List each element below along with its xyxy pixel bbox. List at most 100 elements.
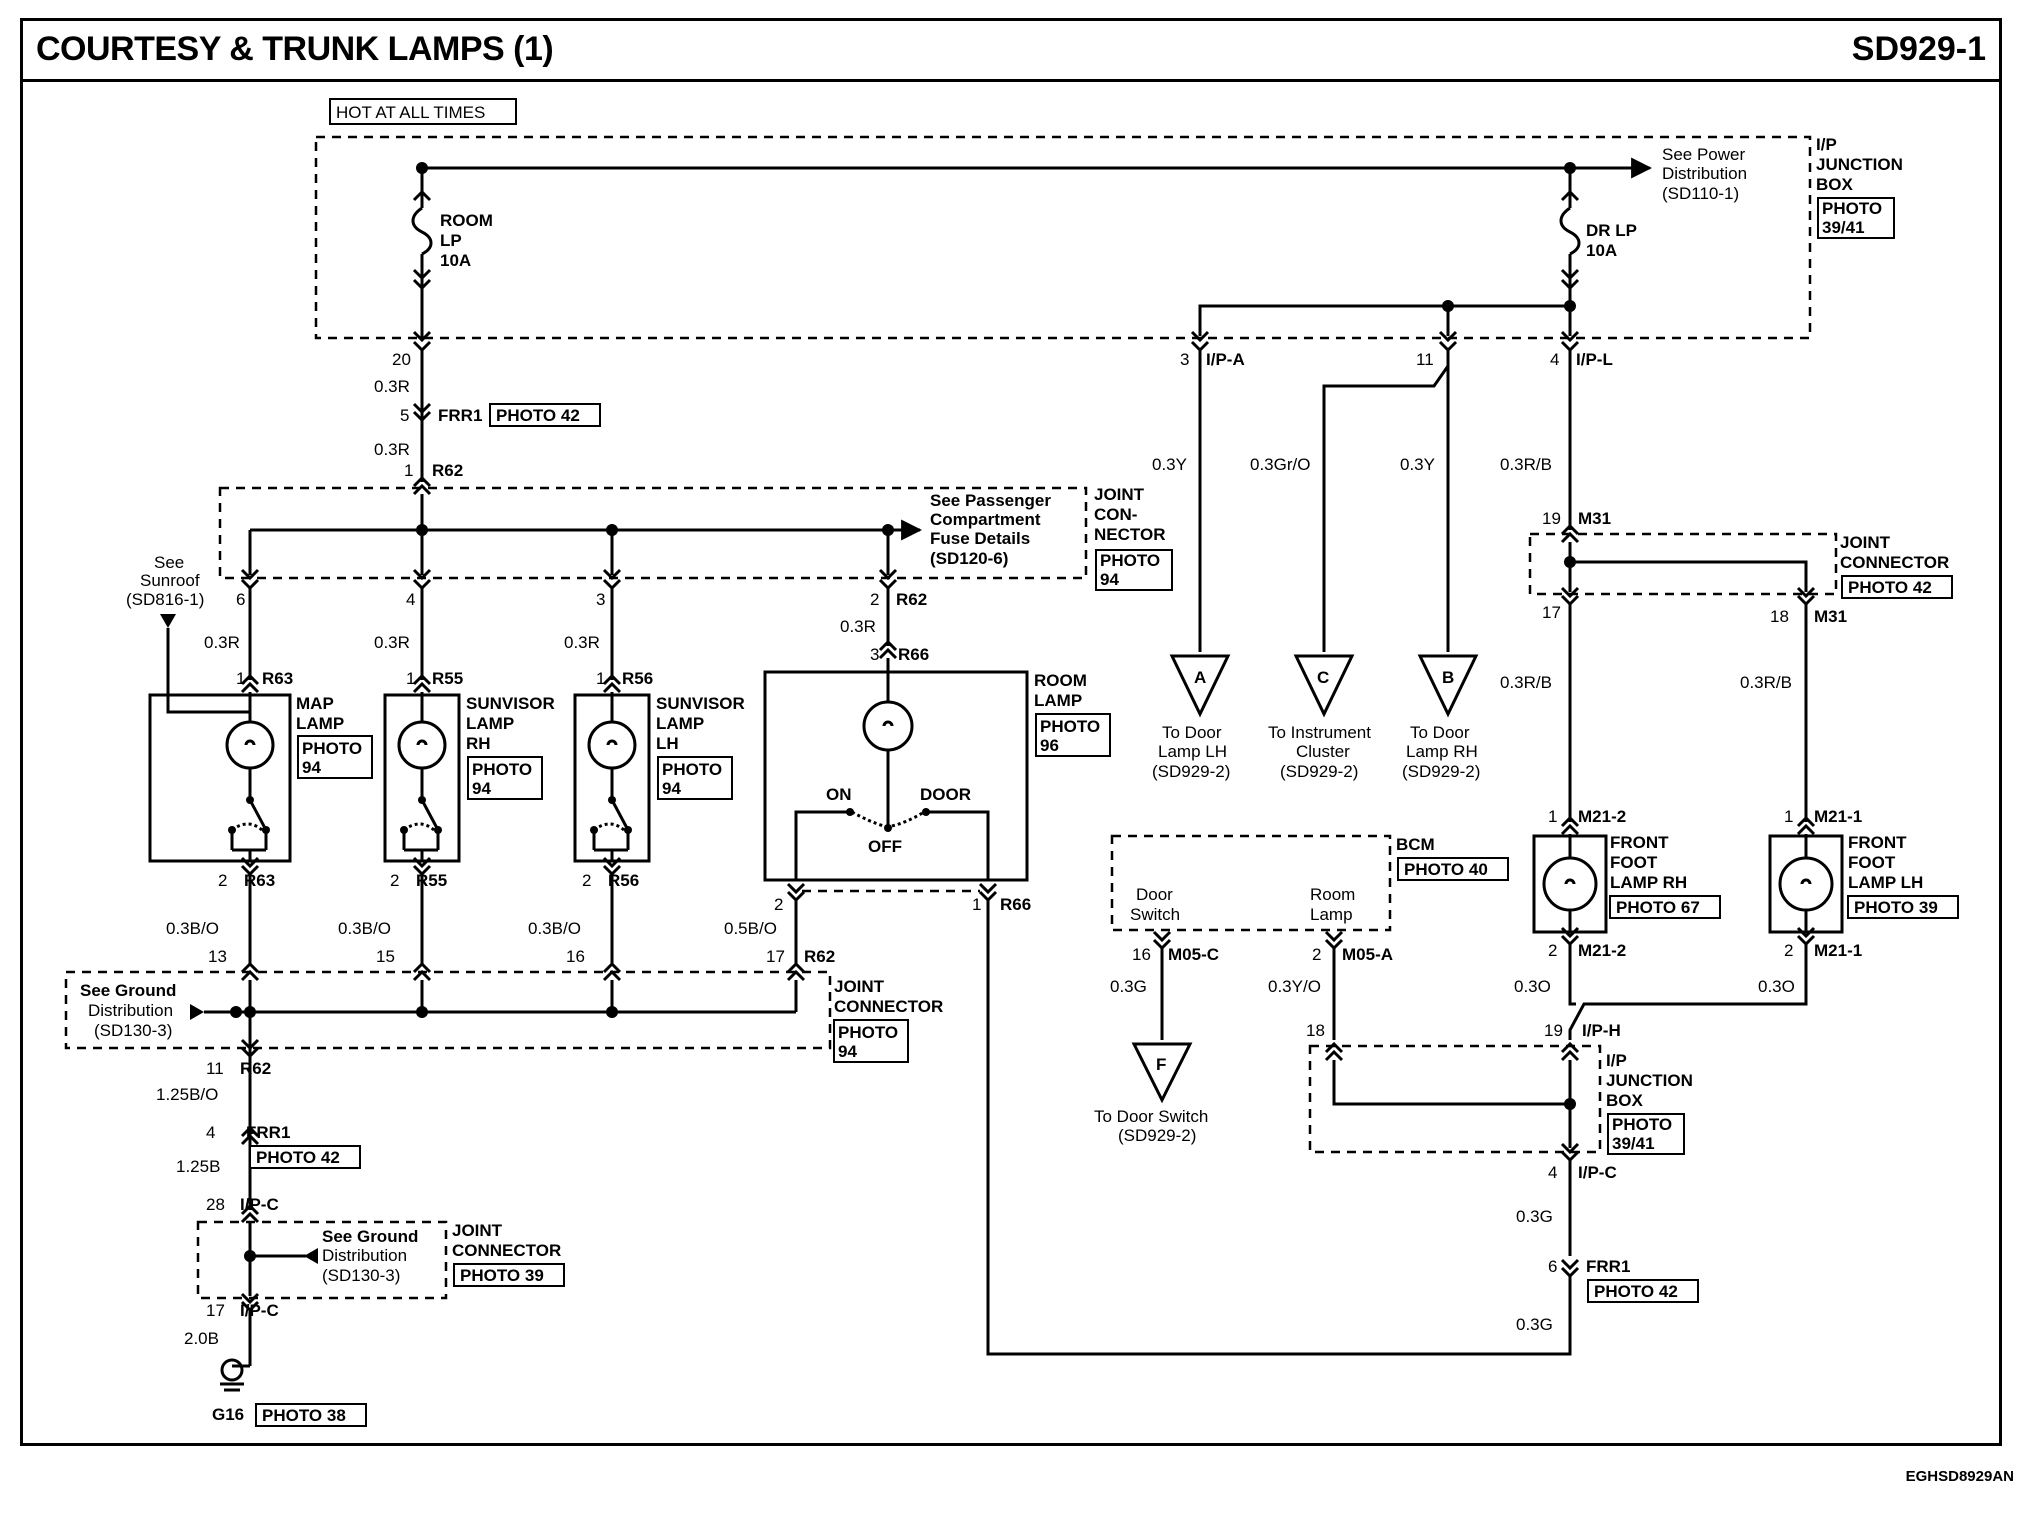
pin-5: 5 — [400, 406, 409, 425]
connector-frr1-3: FRR1 — [1586, 1257, 1630, 1276]
connector-m21-2: M21-2 — [1578, 807, 1626, 826]
connector-ipc-2: I/P-C — [240, 1301, 279, 1320]
ground-distribution-ref-2: See Ground Distribution (SD130-3) — [322, 1227, 418, 1285]
pin-11: 11 — [206, 1059, 224, 1078]
connector-r63: R63 — [262, 669, 293, 688]
wire-label: 0.3O — [1758, 977, 1795, 996]
wire-label: 0.3G — [1110, 977, 1147, 996]
connector-m31-2: M31 — [1814, 607, 1847, 626]
g16-photo: PHOTO 38 — [262, 1406, 346, 1425]
room-lamp-photo-num: 96 — [1040, 736, 1059, 755]
lamp-feed-wires — [240, 588, 898, 694]
sunvisor-lh-label: SUNVISOR LAMP LH — [656, 694, 745, 753]
bcm-label: BCM — [1396, 835, 1435, 854]
offpage-f-letter: F — [1156, 1055, 1166, 1074]
map-lamp-photo: PHOTO — [302, 739, 362, 758]
svg-text:(SD120-6): (SD120-6) — [930, 549, 1008, 568]
svg-text:LAMP: LAMP — [656, 714, 704, 733]
m31-joint-photo: PHOTO 42 — [1848, 578, 1932, 597]
connector-r62-3: R62 — [804, 947, 835, 966]
pin-1: 1 — [404, 461, 413, 480]
connector-frr1: FRR1 — [438, 406, 482, 425]
connector-r66-out: R66 — [1000, 895, 1031, 914]
svg-text:Distribution: Distribution — [88, 1001, 173, 1020]
ground-g16-icon — [220, 1358, 250, 1392]
wire-label: 0.3Y/O — [1268, 977, 1321, 996]
room-lp-fuse — [411, 168, 433, 340]
pin-3-ipa: 3 — [1180, 350, 1189, 369]
frr1-ground-photo: PHOTO 42 — [256, 1148, 340, 1167]
svg-text:(SD929-2): (SD929-2) — [1152, 762, 1230, 781]
connector-r62: R62 — [432, 461, 463, 480]
ipjb-bottom-photo: PHOTO — [1612, 1115, 1672, 1134]
lower-joint-chevrons — [240, 961, 806, 982]
wire-label: 0.3G — [1516, 1315, 1553, 1334]
room-lamp-return-wire — [986, 900, 1572, 1356]
ipjb-top-photo: PHOTO — [1822, 199, 1882, 218]
sunvisor-lamp-rh — [383, 692, 461, 863]
wire-label: 0.3B/O — [528, 919, 581, 938]
ipjb-top-name: I/P JUNCTION BOX — [1816, 135, 1903, 194]
pin-18: 18 — [1306, 1021, 1325, 1040]
svg-text:To Door Switch: To Door Switch — [1094, 1107, 1208, 1126]
sunvisor-lh-photo-num: 94 — [662, 779, 681, 798]
frr1-chevron-bottom — [1560, 1258, 1580, 1279]
svg-text:Cluster: Cluster — [1296, 742, 1350, 761]
connector-m21-1-out: M21-1 — [1814, 941, 1862, 960]
frr1-ground-chevron — [240, 1125, 260, 1146]
connector-ipc: I/P-C — [240, 1195, 279, 1214]
wire-to-c — [1322, 350, 1450, 652]
svg-text:FRONT: FRONT — [1610, 833, 1669, 852]
lower-joint-photo-num: 94 — [838, 1042, 857, 1061]
offpage-c-text: To Instrument Cluster (SD929-2) — [1268, 723, 1371, 781]
pin-28: 28 — [206, 1195, 225, 1214]
title-bar — [20, 18, 2002, 82]
svg-text:CONNECTOR: CONNECTOR — [834, 997, 943, 1016]
splice-dot — [1564, 1098, 1576, 1110]
splice-dot — [244, 1006, 256, 1018]
sunroof-wire — [166, 628, 250, 714]
offpage-b-text: To Door Lamp RH (SD929-2) — [1402, 723, 1480, 781]
pin-2: 2 — [870, 590, 879, 609]
svg-text:Lamp RH: Lamp RH — [1406, 742, 1478, 761]
ipjb-bottom-photo-num: 39/41 — [1612, 1134, 1655, 1153]
ground-joint-outline — [196, 1220, 448, 1300]
svg-text:(SD929-2): (SD929-2) — [1118, 1126, 1196, 1145]
upper-joint-photo: PHOTO — [1100, 551, 1160, 570]
wire-label: 0.3B/O — [338, 919, 391, 938]
pin-4: 4 — [406, 590, 415, 609]
dr-lp-fuse — [1559, 168, 1581, 306]
ground-joint-photo-box — [453, 1263, 565, 1287]
lower-joint-outline — [64, 970, 832, 1050]
joint-bus-drops — [240, 530, 898, 591]
room-lamp-photo: PHOTO — [1040, 717, 1100, 736]
wire-label: 1.25B — [176, 1157, 220, 1176]
connector-r56: R56 — [622, 669, 653, 688]
connector-chevrons-top — [412, 330, 1580, 353]
wire-label: 0.3Y — [1400, 455, 1435, 474]
offpage-a — [1169, 654, 1231, 718]
svg-text:CONNECTOR: CONNECTOR — [452, 1241, 561, 1260]
frr1-bottom-photo-box — [1587, 1279, 1699, 1303]
room-lamp-photo-box — [1035, 713, 1111, 757]
svg-text:ROOM: ROOM — [1034, 671, 1087, 690]
iph-chevron-18 — [1324, 1041, 1344, 1062]
svg-text:LAMP: LAMP — [1034, 691, 1082, 710]
upper-joint-photo-box — [1095, 549, 1173, 591]
svg-text:See Passenger: See Passenger — [930, 491, 1051, 510]
ground-ref-arrow — [190, 1004, 204, 1020]
pin-4: 4 — [206, 1123, 215, 1142]
svg-text:See Ground: See Ground — [80, 981, 176, 1000]
svg-text:CONNECTOR: CONNECTOR — [1840, 553, 1949, 572]
bcm-room-lamp: Room Lamp — [1310, 885, 1355, 924]
wire-03o-lh — [1568, 944, 1808, 1040]
bcm-photo-box — [1397, 857, 1509, 881]
foot-rh-photo-box — [1609, 895, 1721, 919]
room-lamp-door: DOOR — [920, 785, 971, 804]
pin-17: 17 — [766, 947, 785, 966]
connector-r66: R66 — [898, 645, 929, 664]
foot-lh-label: FRONT FOOT LAMP LH — [1848, 833, 1923, 892]
pin-4-ipl: 4 — [1550, 350, 1559, 369]
sunroof-ref: See Sunroof (SD816-1) — [126, 553, 204, 609]
